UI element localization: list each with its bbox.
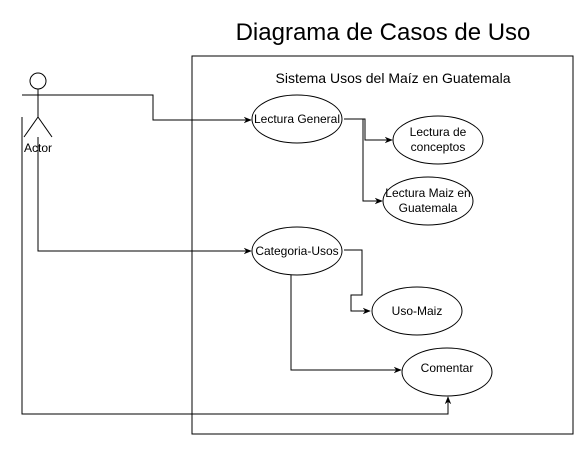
edge-categoria-comentar — [290, 275, 402, 374]
diagram-title: Diagrama de Casos de Uso — [236, 19, 531, 46]
use-case-lectura-general: Lectura General — [251, 94, 343, 144]
edge-actor-categoria-usos — [37, 137, 252, 255]
use-case-label: Lectura General — [254, 112, 340, 126]
use-case-label-line-1: Lectura de — [410, 125, 467, 139]
use-case-categoria-usos: Categoria-Usos — [251, 226, 343, 276]
use-case-label-line-2: Guatemala — [399, 201, 458, 215]
use-case-label-line-2: conceptos — [411, 140, 466, 154]
edge-lectura-general-maiz — [344, 118, 383, 205]
use-case-uso-maiz: Uso-Maiz — [371, 286, 463, 336]
use-case-label: Comentar — [421, 361, 474, 375]
edge-actor-lectura-general — [22, 94, 252, 124]
edge-categoria-uso-maiz — [344, 249, 371, 315]
use-case-label: Uso-Maiz — [392, 304, 443, 318]
use-case-lectura-maiz: Lectura Maiz en Guatemala — [382, 176, 474, 226]
edge-lectura-general-conceptos — [344, 118, 393, 144]
system-boundary — [191, 55, 574, 435]
edge-actor-comentar — [21, 117, 452, 415]
use-case-lectura-conceptos: Lectura de conceptos — [392, 115, 484, 165]
use-case-label-line-1: Lectura Maiz en — [385, 186, 470, 200]
use-case-comentar: Comentar — [401, 347, 493, 397]
system-label: Sistema Usos del Maíz en Guatemala — [276, 70, 511, 86]
actor-figure — [22, 72, 54, 138]
use-case-label: Categoria-Usos — [255, 244, 338, 258]
